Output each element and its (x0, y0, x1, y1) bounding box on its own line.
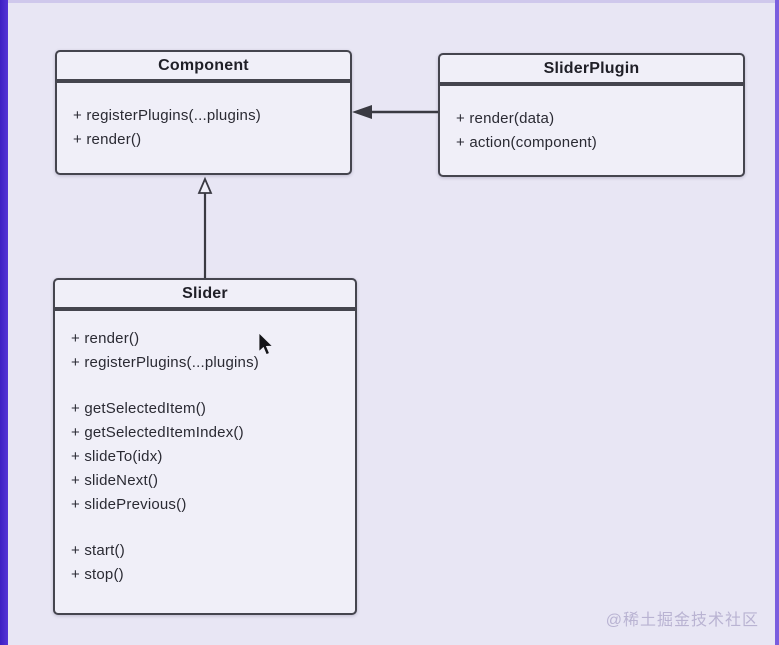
methods-list: + registerPlugins(...plugins) + render() (57, 83, 350, 152)
method-line: + slideNext() (71, 472, 159, 489)
methods-list: + render() + registerPlugins(...plugins)… (55, 311, 355, 587)
title-divider (440, 82, 743, 86)
class-title-component: Component (158, 57, 249, 74)
mouse-cursor-icon (258, 332, 275, 362)
method-line: + stop() (71, 566, 124, 583)
class-box-component: Component + registerPlugins(...plugins) … (55, 50, 352, 175)
plugin-association-arrow (352, 105, 438, 119)
method-line: + action(component) (456, 134, 597, 151)
top-edge-line (0, 0, 779, 3)
method-line: + registerPlugins(...plugins) (71, 354, 259, 371)
method-line: + getSelectedItemIndex() (71, 424, 244, 441)
inheritance-arrow (197, 176, 213, 278)
method-line: + registerPlugins(...plugins) (73, 107, 261, 124)
method-line: + render() (73, 131, 142, 148)
class-title-sliderplugin: SliderPlugin (543, 60, 640, 77)
method-line: + render(data) (456, 110, 555, 127)
method-line: + start() (71, 542, 125, 559)
class-box-sliderplugin: SliderPlugin + render(data) + action(com… (438, 53, 745, 177)
right-border-stripe (775, 0, 779, 645)
method-line: + slidePrevious() (71, 496, 187, 513)
method-group: + getSelectedItem() + getSelectedItemInd… (71, 397, 349, 517)
class-box-slider: Slider + render() + registerPlugins(...p… (53, 278, 357, 615)
title-divider (55, 307, 355, 311)
method-group: + render() + registerPlugins(...plugins) (71, 327, 349, 375)
class-title-slider: Slider (182, 285, 228, 302)
method-group: + start() + stop() (71, 539, 349, 587)
method-line: + getSelectedItem() (71, 400, 207, 417)
left-border-stripe (0, 0, 8, 645)
methods-list: + render(data) + action(component) (440, 86, 743, 155)
method-line: + render() (71, 330, 140, 347)
title-divider (57, 79, 350, 83)
watermark: @稀土掘金技术社区 (605, 612, 759, 629)
method-line: + slideTo(idx) (71, 448, 163, 465)
